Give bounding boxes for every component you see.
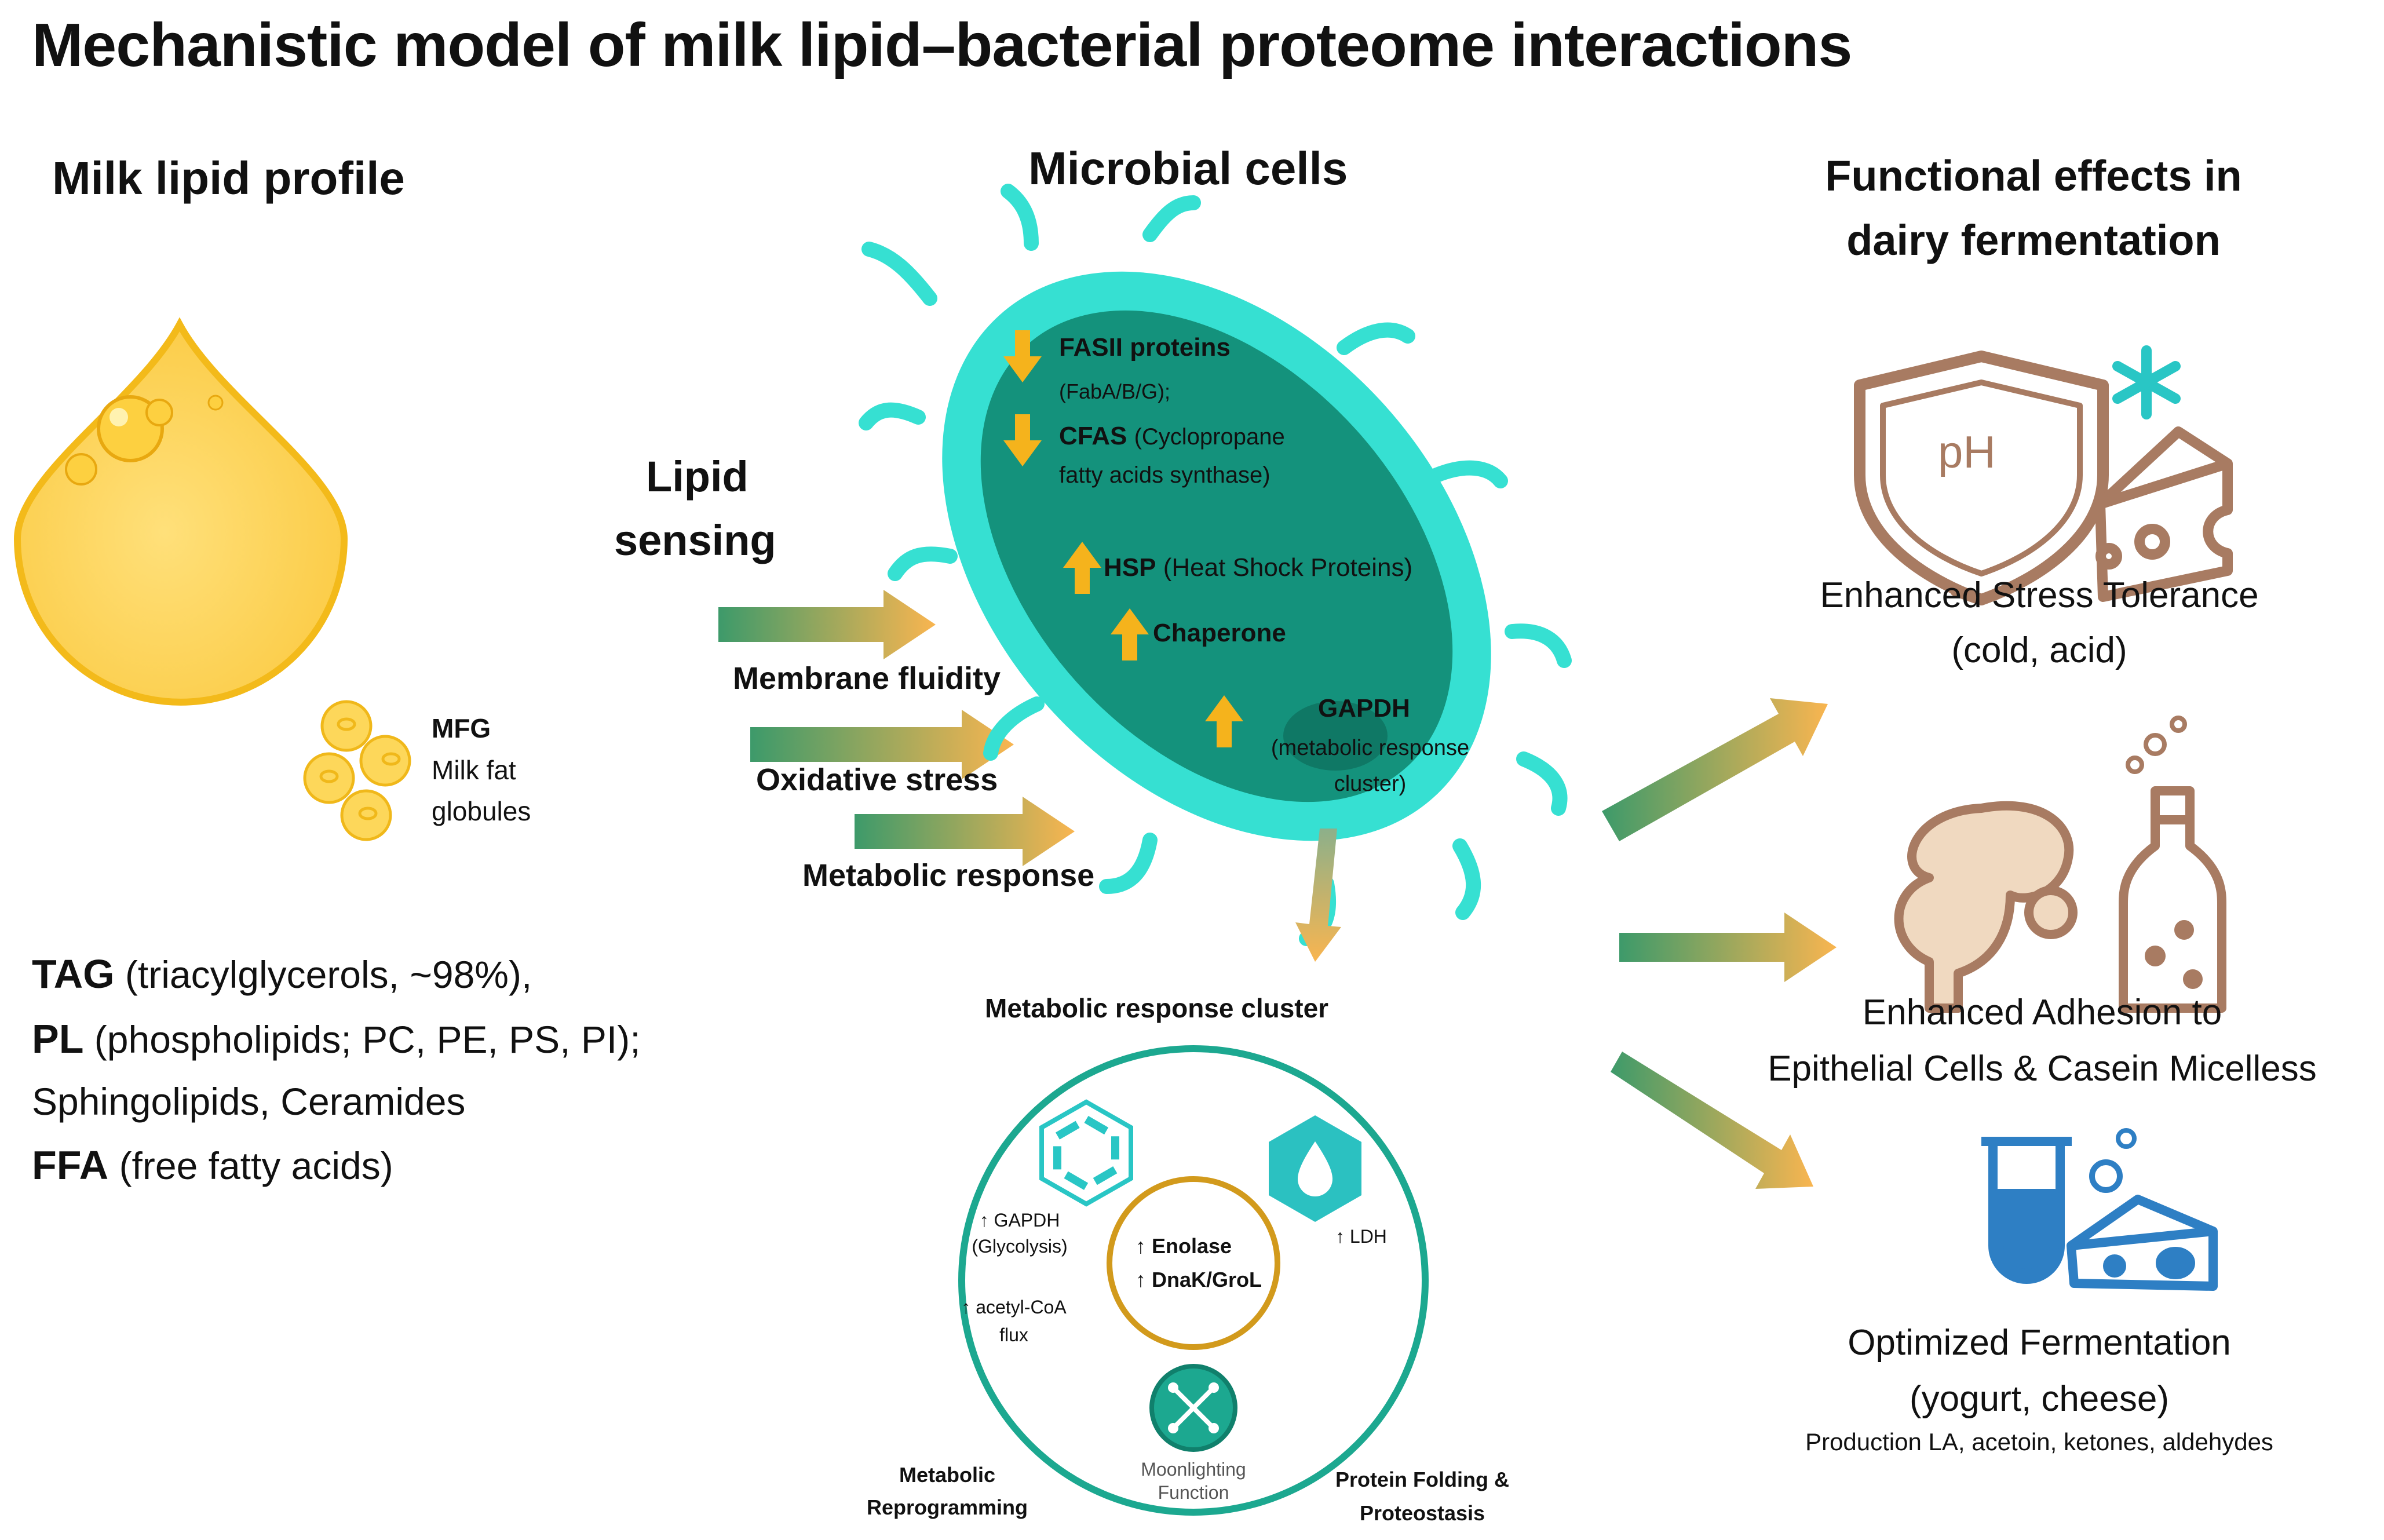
cluster-reprogramming-line2: Reprogramming bbox=[866, 1495, 1028, 1519]
sensing-arrows bbox=[718, 590, 1075, 866]
cell-gapdh-label: GAPDH bbox=[1318, 694, 1410, 722]
lipid-item-ffa: FFA (free fatty acids) bbox=[32, 1142, 393, 1188]
intestine-icon bbox=[1894, 801, 2078, 1013]
hexagon-drop-icon bbox=[1269, 1115, 1361, 1222]
cluster-folding-line2: Proteostasis bbox=[1359, 1501, 1485, 1525]
up-arrow-hsp bbox=[1063, 542, 1101, 594]
cell-cfas-row: CFAS (Cyclopropane bbox=[1059, 422, 1285, 450]
up-arrow-gapdh bbox=[1205, 695, 1243, 747]
milk-drop-icon bbox=[13, 317, 348, 706]
cluster-acetyl-line1: ↑ acetyl-CoA bbox=[961, 1297, 1067, 1318]
blue-cheese-icon bbox=[2067, 1195, 2218, 1291]
fat-globules-icon bbox=[303, 700, 411, 841]
cluster-folding-line1: Protein Folding & bbox=[1335, 1468, 1509, 1491]
cell-gapdh-detail2: cluster) bbox=[1334, 772, 1407, 796]
sensing-title-line2: sensing bbox=[614, 516, 776, 564]
diagram-title: Mechanistic model of milk lipid–bacteria… bbox=[32, 11, 1852, 79]
arrow-stress bbox=[1602, 698, 1828, 841]
arrow-adhesion bbox=[1619, 913, 1837, 982]
lipid-item-tag: TAG (triacylglycerols, ~98%), bbox=[32, 951, 532, 997]
cell-fasii-detail: (FabA/B/G); bbox=[1059, 379, 1171, 403]
moonlighting-icon bbox=[1149, 1364, 1237, 1452]
test-tube-icon bbox=[1981, 1128, 2137, 1284]
effect-adhesion-line1: Enhanced Adhesion to bbox=[1862, 992, 2222, 1032]
down-arrow-fasii bbox=[1003, 330, 1042, 382]
column-title-lipid-profile: Milk lipid profile bbox=[52, 152, 405, 204]
regulation-arrows bbox=[1003, 330, 1243, 747]
cluster-gapdh-line1: ↑ GAPDH bbox=[979, 1210, 1060, 1231]
cell-cfas-detail2: fatty acids synthase) bbox=[1059, 462, 1271, 488]
input-membrane-fluidity: Membrane fluidity bbox=[733, 661, 1001, 696]
mfg-line2: globules bbox=[432, 796, 531, 826]
effect-fermentation-line3: Production LA, acetoin, ketones, aldehyd… bbox=[1805, 1428, 2273, 1455]
shield-ph-icon bbox=[1854, 351, 2109, 605]
down-arrow-cfas bbox=[1003, 414, 1042, 466]
input-oxidative-stress: Oxidative stress bbox=[756, 762, 998, 797]
arrow-cell-to-cluster bbox=[1295, 829, 1341, 962]
arrow-oxidative bbox=[750, 710, 1014, 779]
effect-arrows bbox=[1602, 698, 1837, 1189]
lipid-item-sphingolipids: Sphingolipids, Ceramides bbox=[32, 1080, 466, 1123]
cluster-title: Metabolic response cluster bbox=[985, 993, 1329, 1023]
effect-fermentation-line1: Optimized Fermentation bbox=[1848, 1323, 2231, 1363]
ph-label: pH bbox=[1938, 426, 1996, 477]
cluster-acetyl-line2: flux bbox=[999, 1324, 1028, 1345]
cluster-reprogramming-line1: Metabolic bbox=[899, 1463, 996, 1487]
column-title-microbial-cells: Microbial cells bbox=[1028, 143, 1348, 194]
bacterium-icon bbox=[859, 184, 1572, 946]
arrow-metabolic bbox=[855, 797, 1075, 866]
cell-fasii-label: FASII proteins bbox=[1059, 333, 1231, 362]
lipid-list: TAG (triacylglycerols, ~98%), PL (phosph… bbox=[32, 941, 641, 1198]
effect-adhesion-line2: Epithelial Cells & Casein Micelless bbox=[1768, 1049, 2317, 1089]
cluster-diagram bbox=[958, 1045, 1429, 1516]
hexagon-cycle-icon bbox=[1039, 1099, 1133, 1207]
arrow-fermentation bbox=[1611, 1052, 1813, 1189]
mfg-line1: Milk fat bbox=[432, 755, 516, 785]
cheese-icon bbox=[2095, 426, 2233, 602]
cluster-dnak: ↑ DnaK/GroL bbox=[1136, 1268, 1262, 1291]
cell-chaperone-label: Chaperone bbox=[1153, 619, 1286, 647]
cell-gapdh-detail1: (metabolic response bbox=[1271, 736, 1470, 760]
cluster-moonlighting-line2: Function bbox=[1158, 1482, 1229, 1503]
sensing-title-line1: Lipid bbox=[646, 452, 749, 501]
mfg-abbr: MFG bbox=[432, 713, 491, 743]
column-title-functional-effects: Functional effects in dairy fermentation bbox=[1825, 152, 2242, 264]
cluster-moonlighting-line1: Moonlighting bbox=[1141, 1459, 1246, 1480]
bottle-icon bbox=[2119, 716, 2226, 1013]
up-arrow-chaperone bbox=[1111, 608, 1149, 660]
asterisk-icon bbox=[2112, 345, 2181, 419]
cell-hsp-row: HSP (Heat Shock Proteins) bbox=[1104, 553, 1413, 582]
effect-stress-line2: (cold, acid) bbox=[1951, 630, 2127, 670]
lipid-item-pl: PL (phospholipids; PC, PE, PS, PI); bbox=[32, 1016, 641, 1061]
cluster-ldh: ↑ LDH bbox=[1335, 1226, 1387, 1247]
arrow-membrane bbox=[718, 590, 936, 659]
cluster-enolase: ↑ Enolase bbox=[1136, 1234, 1232, 1258]
effect-fermentation-line2: (yogurt, cheese) bbox=[1910, 1379, 2169, 1419]
cluster-gapdh-line2: (Glycolysis) bbox=[972, 1236, 1068, 1257]
input-metabolic-response: Metabolic response bbox=[802, 858, 1095, 893]
effect-stress-line1: Enhanced Stress Tolerance bbox=[1820, 575, 2259, 615]
